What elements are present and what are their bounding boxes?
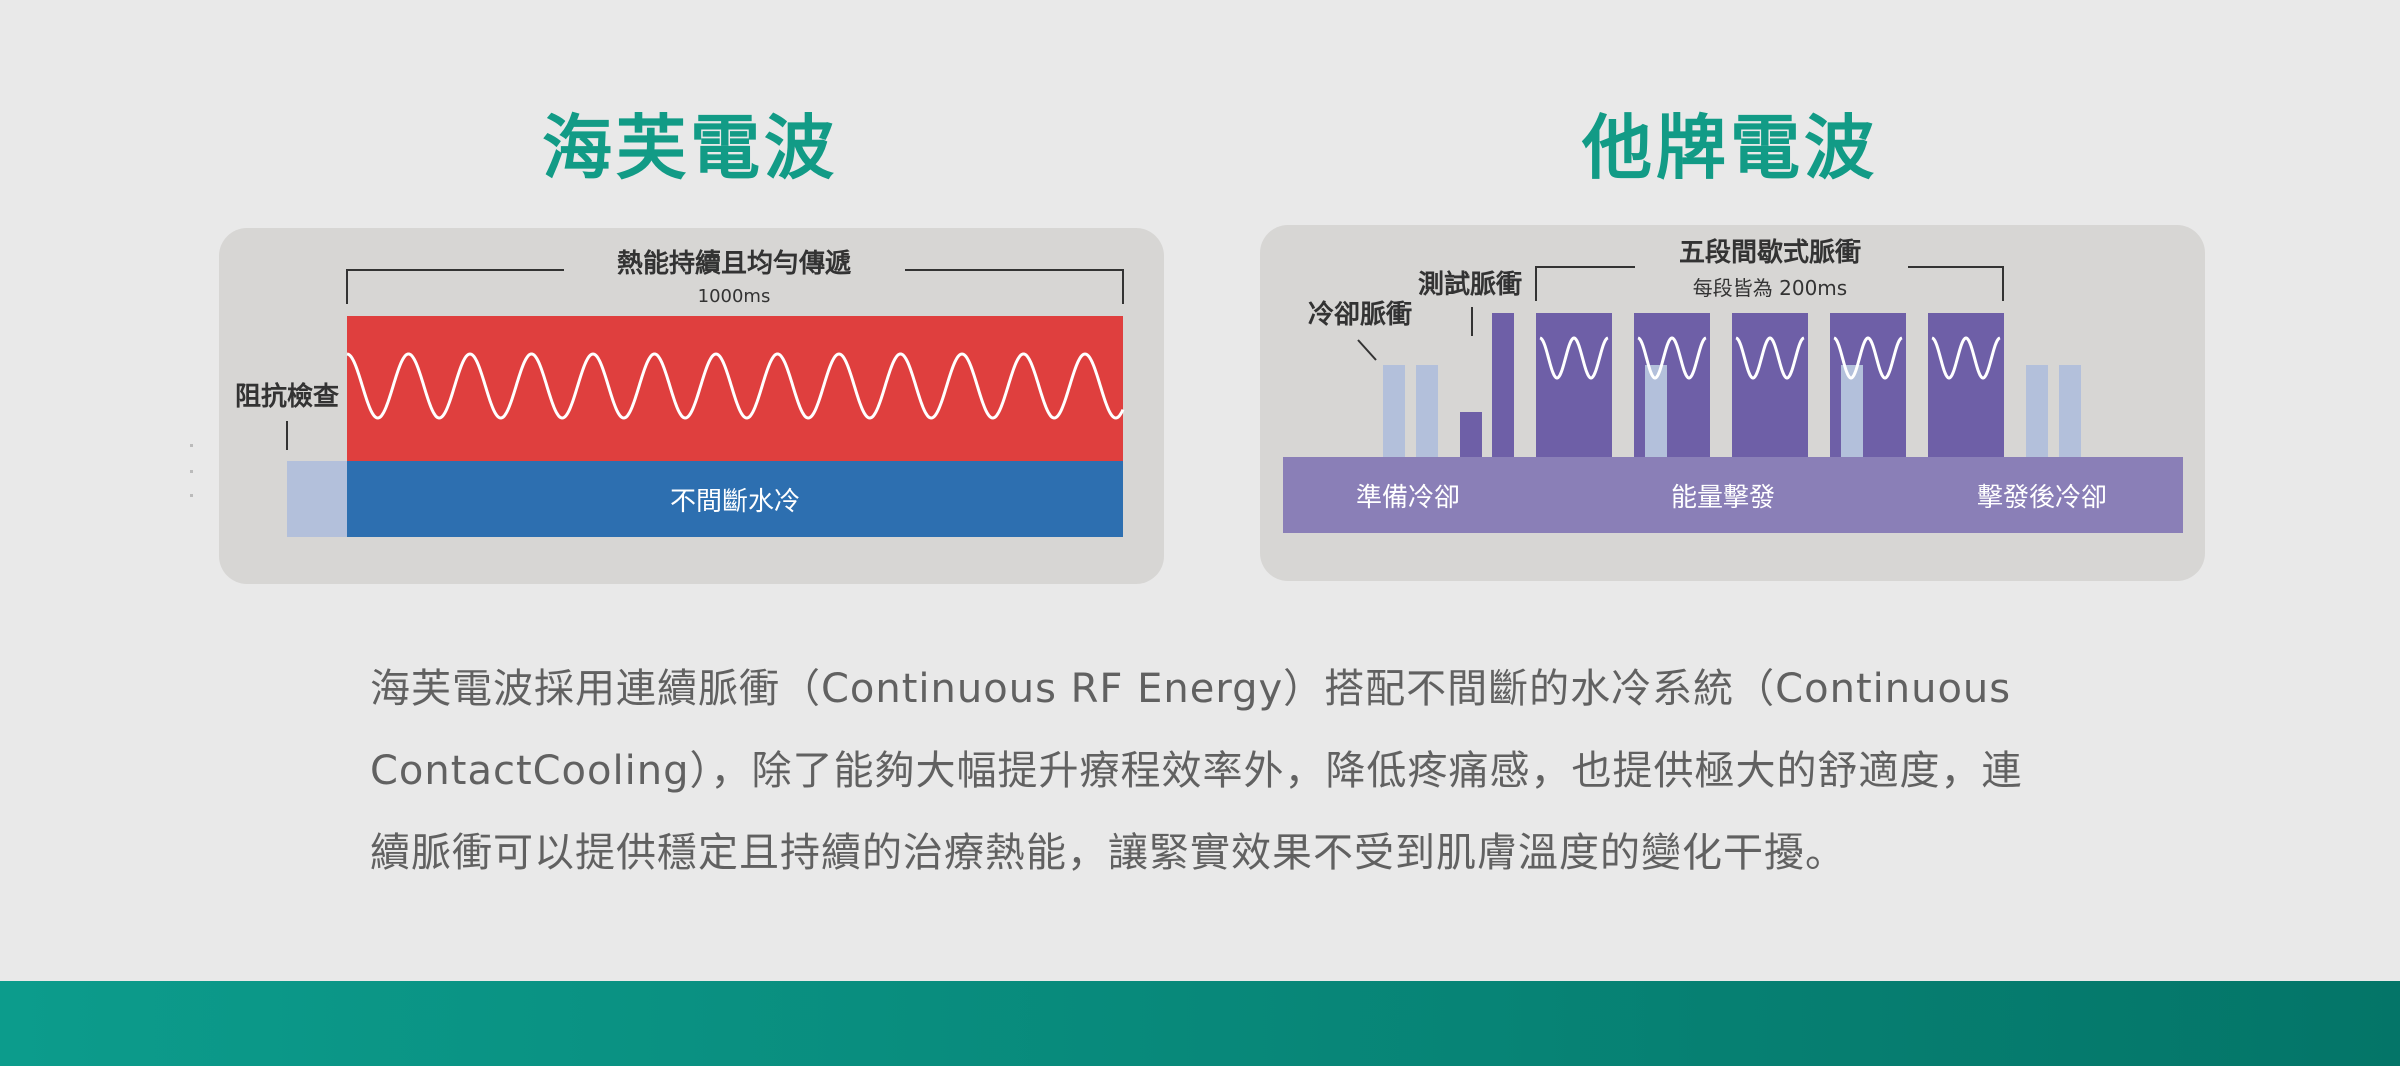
stray-dot (190, 470, 193, 473)
cooling-pulse (2026, 365, 2048, 457)
base-label-pre-cooling: 準備冷卻 (1356, 483, 1460, 513)
intermittent-pulse-diagram: 五段間歇式脈衝 每段皆為 200ms 測試脈衝 冷卻脈衝 準備冷卻 能量擊發 擊… (1260, 225, 2205, 581)
energy-pulses (1536, 313, 2004, 457)
footer-bar (0, 981, 2400, 1066)
cooling-pulse (1383, 365, 1405, 457)
energy-pulse (1928, 313, 2004, 457)
interleaved-cooling-pulses (1645, 365, 1863, 457)
pre-cooling-pulses (1383, 365, 1438, 457)
cooling-pulse (1416, 365, 1438, 457)
energy-pulse (1732, 313, 1808, 457)
left-title: 海芙電波 (542, 107, 838, 189)
test-pulse-label: 測試脈衝 (1418, 269, 1522, 300)
cooling-base-label: 不間斷水冷 (670, 487, 800, 517)
rf-energy-block (347, 316, 1123, 461)
stray-dot (190, 444, 193, 447)
base-bar (1283, 457, 2183, 533)
bracket-sublabel: 每段皆為 200ms (1693, 276, 1847, 300)
description-paragraph: 海芙電波採用連續脈衝（Continuous RF Energy）搭配不間斷的水冷… (370, 666, 2023, 876)
sine-wave (1539, 336, 2001, 380)
cooling-pulse (1645, 365, 1667, 457)
bracket-label: 熱能持續且均勻傳遞 (617, 248, 852, 279)
cooling-pulse-label: 冷卻脈衝 (1308, 299, 1412, 330)
stray-dot (190, 494, 193, 497)
cooling-pulse (2059, 365, 2081, 457)
intermittent-pulse-svg: 五段間歇式脈衝 每段皆為 200ms 測試脈衝 冷卻脈衝 準備冷卻 能量擊發 擊… (1283, 237, 2183, 533)
test-pulse (1492, 313, 1514, 457)
continuous-pulse-diagram: 熱能持續且均勻傳遞 1000ms 阻抗檢查 不間斷水冷 (219, 228, 1164, 584)
bracket (346, 269, 1124, 304)
test-pulse-small (1460, 412, 1482, 457)
cooling-pulse (1841, 365, 1863, 457)
post-cooling-pulses (2026, 365, 2081, 457)
duration-label: 1000ms (698, 286, 771, 307)
cooling-pulse-pointer (1357, 339, 1377, 361)
continuous-pulse-svg: 熱能持續且均勻傳遞 1000ms 阻抗檢查 不間斷水冷 (235, 248, 1125, 537)
base-label-post-cooling: 擊發後冷卻 (1977, 483, 2107, 513)
right-title: 他牌電波 (1582, 107, 1878, 189)
impedance-check-label: 阻抗檢查 (235, 381, 339, 412)
impedance-check-block (287, 461, 347, 537)
base-label-energy: 能量擊發 (1671, 483, 1775, 513)
cooling-base-block (347, 461, 1123, 537)
bracket (1535, 266, 2004, 301)
bracket-label: 五段間歇式脈衝 (1679, 237, 1861, 268)
sine-wave (346, 352, 1125, 420)
energy-pulse (1536, 313, 1612, 457)
